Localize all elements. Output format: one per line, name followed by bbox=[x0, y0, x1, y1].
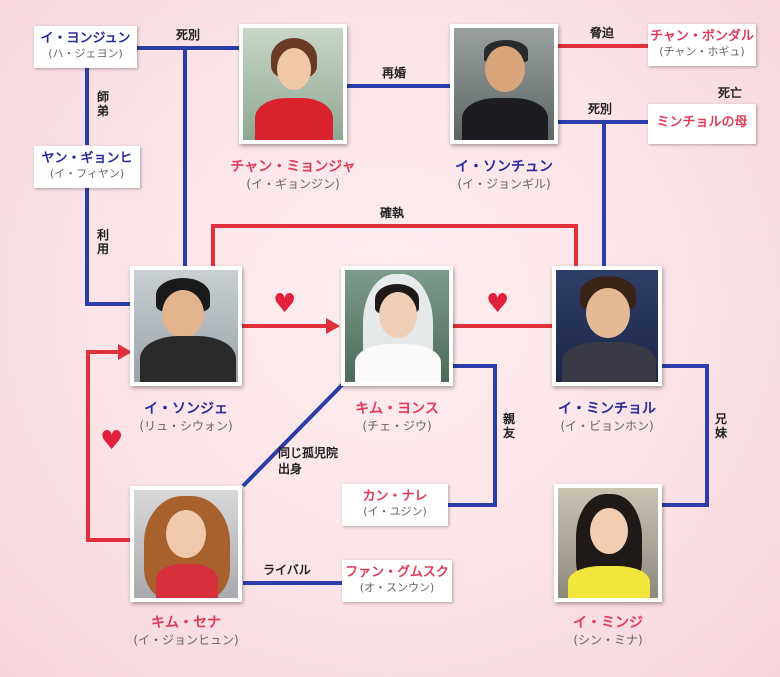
box-yeongjun: イ・ヨンジュン (ハ・ジェヨン) bbox=[34, 26, 137, 68]
photo-yeonsu bbox=[341, 266, 453, 386]
mincheol-mother-name: ミンチョルの母 bbox=[656, 115, 748, 130]
rel-kyoudai: 兄妹 bbox=[714, 412, 727, 440]
box-bongdal: チャン・ボンダル (チャン・ホギュ) bbox=[648, 24, 756, 66]
rel-shibetsu-1: 死別 bbox=[176, 28, 201, 42]
line-gyeonghi-sonje bbox=[85, 188, 134, 306]
photo-mincheol bbox=[552, 266, 662, 386]
minji-actor: (シン・ミナ) bbox=[573, 633, 643, 647]
rel-kyouhaku: 脅迫 bbox=[590, 26, 615, 40]
heart-icon: ♥ bbox=[100, 426, 124, 456]
sonje-name: イ・ソンジェ bbox=[144, 401, 228, 417]
rel-saikon: 再婚 bbox=[382, 66, 407, 80]
nare-actor: (イ・ユジン) bbox=[363, 505, 427, 518]
yeongjun-actor: (ハ・ジェヨン) bbox=[48, 47, 123, 60]
gumsuk-name: ファン・グムスク bbox=[345, 565, 449, 580]
sena-name: キム・セナ bbox=[151, 615, 221, 631]
photo-soncheon bbox=[450, 24, 558, 144]
mincheol-name: イ・ミンチョル bbox=[558, 401, 656, 417]
bongdal-name: チャン・ボンダル bbox=[650, 29, 754, 44]
rel-teishi: 師弟 bbox=[96, 90, 109, 118]
box-gumsuk: ファン・グムスク (オ・スンウン) bbox=[342, 560, 452, 602]
gyeonghi-actor: (イ・フィヤン) bbox=[49, 167, 125, 180]
rel-shibou: 死亡 bbox=[718, 86, 743, 100]
arrow-to-sonje bbox=[118, 344, 132, 360]
minji-name: イ・ミンジ bbox=[573, 615, 643, 631]
photo-myeongja bbox=[239, 24, 347, 144]
heart-icon: ♥ bbox=[486, 289, 510, 319]
line-sonje-mincheol-feud bbox=[211, 224, 578, 268]
yeonsu-actor: (チェ・ジウ) bbox=[362, 419, 432, 433]
photo-minji bbox=[554, 484, 662, 602]
rel-orphanage-1: 同じ孤児院 bbox=[278, 446, 339, 460]
yeonsu-name: キム・ヨンス bbox=[355, 401, 439, 417]
rel-riyou: 利用 bbox=[96, 228, 109, 256]
rel-shibetsu-2: 死別 bbox=[588, 102, 613, 116]
myeongja-name: チャン・ミョンジャ bbox=[230, 159, 356, 175]
box-gyeonghi: ヤン・ギョンヒ (イ・フィヤン) bbox=[34, 146, 140, 188]
bongdal-actor: (チャン・ホギュ) bbox=[659, 45, 745, 58]
rel-rival: ライバル bbox=[263, 563, 311, 577]
sena-actor: (イ・ジョンヒュン) bbox=[133, 633, 239, 647]
soncheon-name: イ・ソンチュン bbox=[455, 159, 553, 175]
rel-kakushitsu: 確執 bbox=[380, 206, 405, 220]
line-yeonsu-sena bbox=[241, 382, 345, 488]
photo-sena bbox=[130, 486, 242, 602]
line-sena-sonje-love bbox=[86, 350, 134, 542]
box-nare: カン・ナレ (イ・ユジン) bbox=[342, 484, 448, 526]
rel-shinyuu: 親友 bbox=[502, 412, 515, 440]
mincheol-actor: (イ・ビョンホン) bbox=[560, 419, 654, 433]
myeongja-actor: (イ・ギョンジン) bbox=[246, 177, 340, 191]
rel-orphanage-2: 出身 bbox=[278, 462, 303, 476]
gumsuk-actor: (オ・スンウン) bbox=[359, 581, 435, 594]
line-yeonsu-nare bbox=[448, 364, 497, 507]
nare-name: カン・ナレ bbox=[362, 489, 428, 504]
heart-icon: ♥ bbox=[273, 289, 297, 319]
box-mincheol-mother: ミンチョルの母 bbox=[648, 104, 756, 144]
arrow-to-yeonsu bbox=[326, 318, 340, 334]
photo-sonje bbox=[130, 266, 242, 386]
gyeonghi-name: ヤン・ギョンヒ bbox=[41, 151, 133, 166]
line-mincheol-minji bbox=[660, 364, 709, 507]
soncheon-actor: (イ・ジョンギル) bbox=[457, 177, 551, 191]
sonje-actor: (リュ・シウォン) bbox=[139, 419, 233, 433]
yeongjun-name: イ・ヨンジュン bbox=[40, 31, 131, 46]
